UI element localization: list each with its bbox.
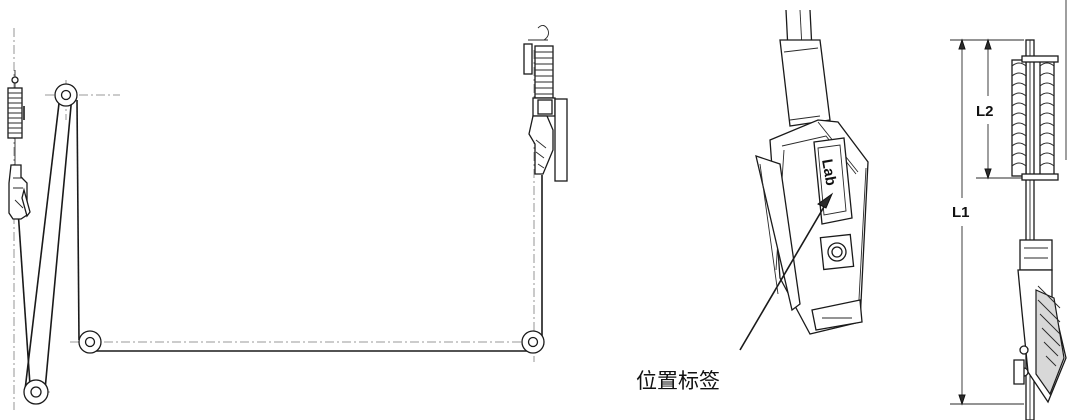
pulley-cable-system: [7, 25, 568, 410]
spring-icon: [1011, 55, 1059, 181]
tag-lettering: Lab: [818, 158, 839, 187]
pulley-icon: [54, 83, 78, 107]
clamp-icon: [1013, 239, 1067, 404]
tension-spring-assembly-icon: [523, 25, 568, 182]
clamp-icon: [8, 164, 31, 220]
clamp-housing-with-position-tag: Lab 位置标签: [636, 9, 869, 393]
pulley-icon: [23, 379, 49, 405]
dimension-l1: L1: [952, 204, 970, 221]
pulley-icon: [521, 330, 545, 354]
dimension-l2: L2: [976, 103, 994, 120]
spring-icon: [7, 70, 23, 165]
pulley-icon: [78, 330, 102, 354]
dimensioned-spring-assembly: L1 L2: [950, 0, 1067, 420]
position-tag-label: 位置标签: [636, 369, 720, 393]
